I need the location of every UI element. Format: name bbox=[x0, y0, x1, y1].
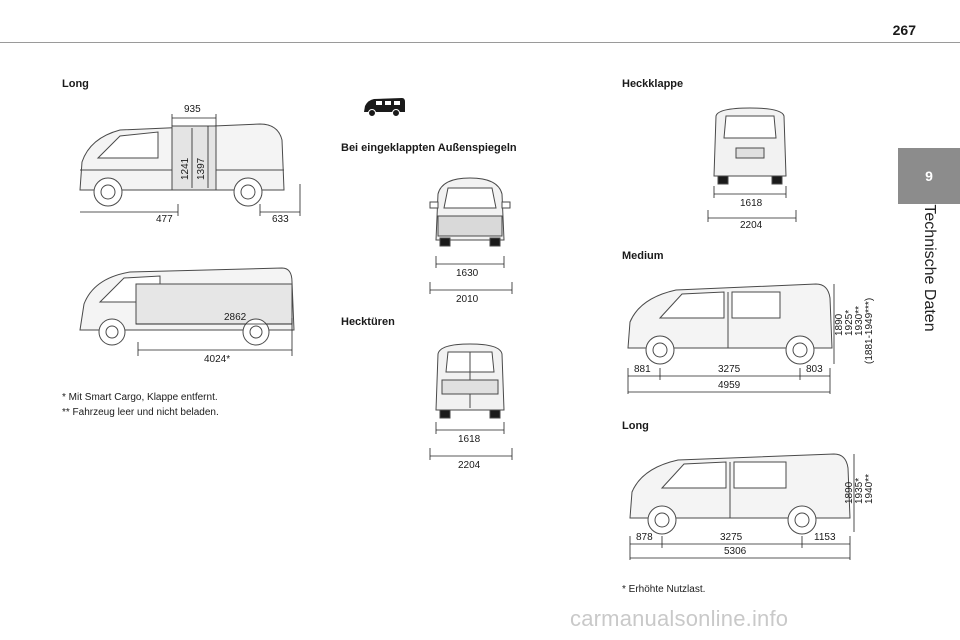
medium-side-dimension-figure: 881 3275 803 4959 1890 1925* 1930** (188… bbox=[620, 272, 880, 402]
van-silhouette-icon bbox=[362, 96, 406, 118]
long-cargo-length-figure: 2862 4024* bbox=[60, 258, 310, 368]
dim-front-1630: 1630 bbox=[456, 268, 479, 279]
dim-medium-height-1925: 1925* bbox=[844, 310, 855, 336]
dim-cargo-2862: 2862 bbox=[224, 312, 247, 323]
left-heading-long: Long bbox=[62, 78, 89, 90]
front-view-figure: 1630 2010 bbox=[420, 172, 520, 305]
long-side-dimension-figure-right: 878 3275 1153 5306 1890 1935* 1940** bbox=[620, 444, 880, 568]
dim-medium-height-range: (1881-1949***) bbox=[864, 298, 875, 364]
dim-rear-633: 633 bbox=[272, 214, 289, 225]
dim-floor-4024: 4024* bbox=[204, 354, 230, 365]
dim-medium-total-4959: 4959 bbox=[718, 380, 741, 391]
dim-reardoor-2204: 2204 bbox=[458, 460, 481, 471]
medium-heading: Medium bbox=[622, 250, 664, 262]
dim-long-height-1935: 1935* bbox=[854, 478, 865, 504]
tailgate-heading: Heckklappe bbox=[622, 78, 684, 90]
dim-height-1397: 1397 bbox=[196, 157, 207, 180]
dim-medium-rear-803: 803 bbox=[806, 364, 823, 375]
tailgate-view-figure: 1618 2204 bbox=[700, 104, 800, 232]
page-number: 267 bbox=[892, 22, 916, 38]
dim-long-front-878: 878 bbox=[636, 532, 653, 543]
dim-tailgate-1618: 1618 bbox=[740, 198, 763, 209]
dim-front-477: 477 bbox=[156, 214, 173, 225]
dim-medium-wheelbase-3275: 3275 bbox=[718, 364, 741, 375]
rear-doors-heading: Hecktüren bbox=[341, 316, 395, 328]
long-heading: Long bbox=[622, 420, 649, 432]
dim-long-total-5306: 5306 bbox=[724, 546, 747, 557]
header-rule bbox=[0, 42, 960, 43]
dim-long-height-1940: 1940** bbox=[864, 474, 875, 504]
watermark-text: carmanualsonline.info bbox=[570, 606, 789, 631]
footnote-payload: * Erhöhte Nutzlast. bbox=[622, 584, 706, 595]
dim-top-935: 935 bbox=[184, 104, 201, 115]
chapter-title: Technische Daten bbox=[921, 204, 938, 332]
chapter-tab[interactable]: 9 bbox=[898, 148, 960, 204]
dim-medium-height-1890: 1890 bbox=[834, 313, 845, 336]
dim-front-2010: 2010 bbox=[456, 294, 479, 305]
dim-reardoor-1618: 1618 bbox=[458, 434, 481, 445]
dim-height-1241: 1241 bbox=[180, 157, 191, 180]
mirror-heading: Bei eingeklappten Außenspiegeln bbox=[341, 142, 517, 154]
dim-long-height-1890: 1890 bbox=[844, 481, 855, 504]
footnote-empty-vehicle: ** Fahrzeug leer und nicht beladen. bbox=[62, 407, 219, 418]
dim-medium-front-881: 881 bbox=[634, 364, 651, 375]
footnote-smart-cargo: * Mit Smart Cargo, Klappe entfernt. bbox=[62, 392, 218, 403]
dim-long-wheelbase-3275: 3275 bbox=[720, 532, 743, 543]
long-side-dimension-figure: 935 1241 1397 477 633 bbox=[60, 100, 310, 230]
dim-long-rear-1153: 1153 bbox=[814, 532, 836, 543]
dim-tailgate-2204: 2204 bbox=[740, 220, 763, 231]
rear-doors-view-figure: 1618 2204 bbox=[420, 340, 520, 472]
dim-medium-height-1930: 1930** bbox=[854, 306, 865, 336]
